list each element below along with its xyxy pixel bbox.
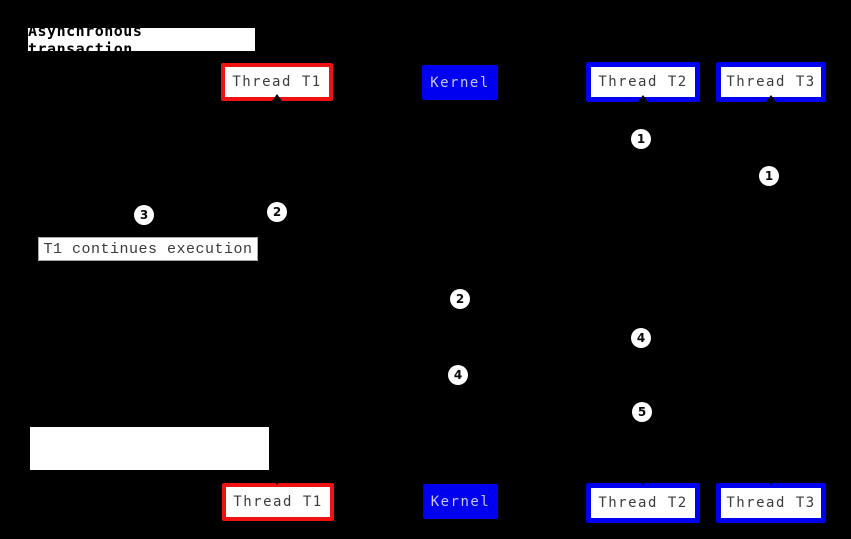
arrowhead-icon xyxy=(638,95,648,102)
step-badge: 1 xyxy=(759,166,779,186)
arrowhead-icon xyxy=(272,94,282,101)
arrowhead-icon xyxy=(638,478,648,485)
arrowhead-icon xyxy=(766,95,776,102)
arrowhead-icon xyxy=(272,478,282,485)
step-badge: 1 xyxy=(631,129,651,149)
arrowhead-icon xyxy=(766,478,776,485)
blank-note-box xyxy=(30,427,269,470)
note-t1-continues: T1 continues execution xyxy=(38,237,258,261)
step-badge: 2 xyxy=(450,289,470,309)
step-badge: 4 xyxy=(631,328,651,348)
actor-box-thread-t1-bottom: Thread T1 xyxy=(222,483,334,521)
actor-box-thread-t3-bottom: Thread T3 xyxy=(716,483,826,523)
step-badge: 4 xyxy=(448,365,468,385)
actor-box-kernel-top: Kernel xyxy=(422,65,498,100)
diagram-title: Asynchronous transaction xyxy=(28,22,255,58)
step-badge: 3 xyxy=(134,205,154,225)
step-badge: 5 xyxy=(632,402,652,422)
actor-box-kernel-bottom: Kernel xyxy=(423,484,498,519)
step-badge: 2 xyxy=(267,202,287,222)
actor-box-thread-t2-bottom: Thread T2 xyxy=(586,483,700,523)
